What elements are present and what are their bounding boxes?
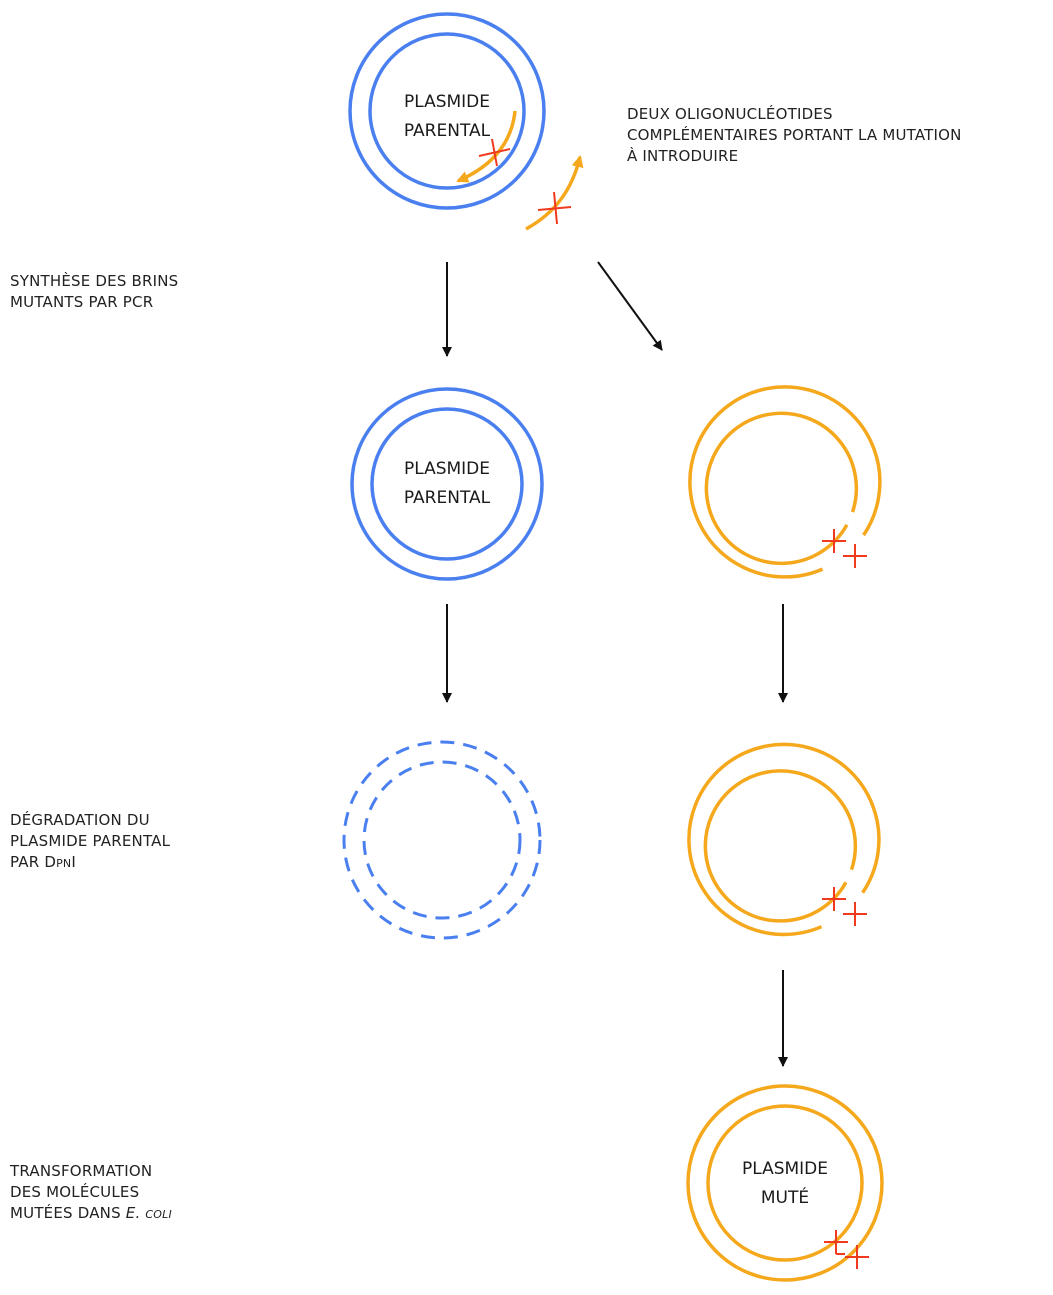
step-label-line1: TRANSFORMATION — [10, 1162, 153, 1180]
plasmid-label-line2: MUTÉ — [761, 1186, 809, 1208]
step-label-line3-prefix: PAR — [10, 853, 45, 871]
step-label-line2: PLASMIDE PARENTAL — [10, 832, 171, 850]
plasmid-label-line1: PLASMIDE — [404, 92, 490, 112]
degraded-parental-plasmid — [342, 740, 542, 940]
parental-plasmid-middle: PLASMIDE PARENTAL — [350, 387, 544, 581]
degraded-inner-strand — [362, 760, 522, 920]
oligonucleotides-label: DEUX OLIGONUCLÉOTIDES COMPLÉMENTAIRES PO… — [627, 104, 962, 167]
mutant-inner-strand — [704, 411, 859, 566]
step-label-line3: MUTÉES DANS E. coli — [10, 1203, 172, 1224]
parental-inner-strand — [368, 32, 526, 190]
parental-inner-strand — [370, 407, 524, 561]
mutation-mark-icon — [478, 138, 511, 167]
mutant-outer-strand — [687, 742, 881, 937]
mutant-outer-strand — [688, 385, 882, 579]
step-label-line2: DES MOLÉCULES — [10, 1183, 140, 1201]
organism-name: E. coli — [125, 1204, 172, 1222]
step-pcr-synthesis-label: SYNTHÈSE DES BRINS MUTANTS PAR PCR — [10, 271, 178, 313]
step-label-line3-prefix: MUTÉES DANS — [10, 1204, 126, 1222]
parental-outer-strand — [348, 12, 546, 210]
mutation-mark-icon — [824, 1230, 869, 1269]
mutant-inner-strand — [703, 769, 858, 923]
plasmid-label-line1: PLASMIDE — [742, 1159, 828, 1179]
mutated-plasmid: PLASMIDE MUTÉ — [686, 1084, 884, 1282]
plasmid-label-line2: PARENTAL — [404, 488, 491, 508]
enzyme-name: DpnI — [44, 853, 76, 871]
mutant-nicked-plasmid-2 — [687, 742, 881, 937]
mutant-nicked-plasmid-1 — [688, 385, 882, 579]
step-transformation-label: TRANSFORMATION DES MOLÉCULES MUTÉES DANS… — [10, 1161, 172, 1224]
oligo-label-line3: À INTRODUIRE — [627, 147, 739, 165]
oligo-label-line1: DEUX OLIGONUCLÉOTIDES — [627, 105, 833, 123]
parental-outer-strand — [350, 387, 544, 581]
mutation-mark-icon — [822, 529, 867, 568]
plasmid-label-line2: PARENTAL — [404, 121, 491, 141]
oligo-label-line2: COMPLÉMENTAIRES PORTANT LA MUTATION — [627, 126, 962, 144]
step-label-line3: PAR DpnI — [10, 852, 170, 873]
arrow-diagonal — [597, 261, 663, 351]
step-label-line1: SYNTHÈSE DES BRINS — [10, 272, 179, 290]
step-label-line1: DÉGRADATION DU — [10, 811, 150, 829]
mutated-outer-strand — [686, 1084, 884, 1282]
parental-plasmid-top: PLASMIDE PARENTAL — [348, 12, 546, 210]
mutation-mark-icon — [537, 191, 572, 225]
mutation-mark-icon — [822, 887, 867, 926]
outer-oligo-primer — [525, 155, 584, 231]
step-dpni-degradation-label: DÉGRADATION DU PLASMIDE PARENTAL PAR Dpn… — [10, 810, 170, 873]
mutated-inner-strand — [706, 1104, 864, 1262]
plasmid-label-line1: PLASMIDE — [404, 459, 490, 479]
step-label-line2: MUTANTS PAR PCR — [10, 293, 154, 311]
degraded-outer-strand — [342, 740, 542, 940]
